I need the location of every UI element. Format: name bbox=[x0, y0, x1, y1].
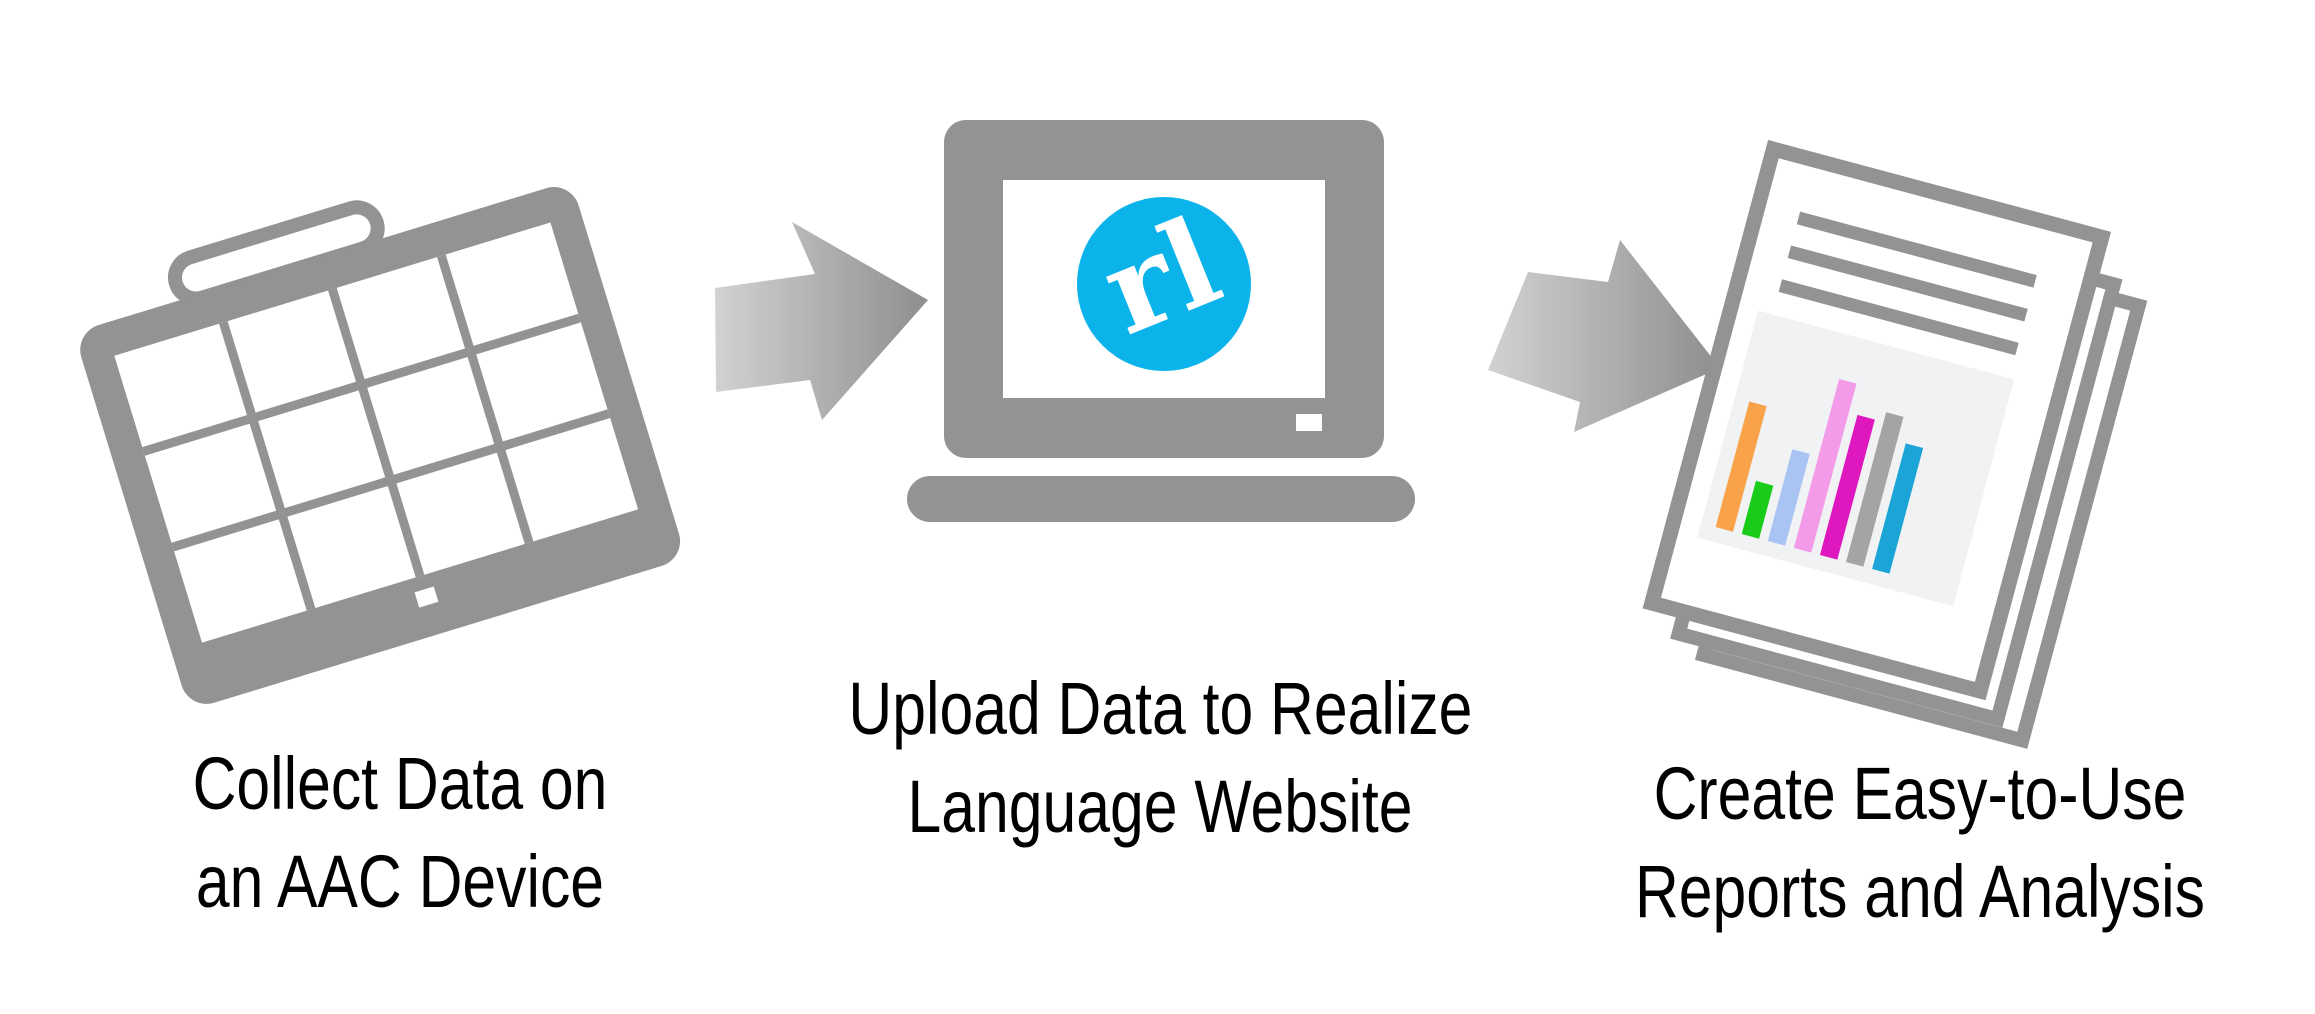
arrow-1 bbox=[715, 222, 928, 420]
step-1-line-1: Collect Data on bbox=[192, 742, 608, 825]
bar-chart-bars bbox=[1715, 378, 1924, 574]
step-3-caption: Create Easy-to-Use Reports and Analysis bbox=[1608, 745, 2231, 941]
tablet-icon bbox=[80, 187, 681, 704]
laptop-icon: rl bbox=[907, 120, 1415, 522]
step-2-line-2: Language Website bbox=[907, 765, 1413, 848]
realize-language-logo: rl bbox=[1077, 191, 1251, 371]
step-1-caption: Collect Data on an AAC Device bbox=[146, 735, 654, 931]
arrow-2 bbox=[1488, 240, 1720, 432]
step-3-line-1: Create Easy-to-Use bbox=[1653, 752, 2187, 835]
reports-icon bbox=[1642, 139, 2148, 749]
step-2-line-1: Upload Data to Realize bbox=[848, 667, 1473, 750]
step-3-line-2: Reports and Analysis bbox=[1634, 850, 2206, 933]
step-1-line-2: an AAC Device bbox=[195, 840, 605, 923]
step-2-caption: Upload Data to Realize Language Website bbox=[848, 660, 1473, 856]
